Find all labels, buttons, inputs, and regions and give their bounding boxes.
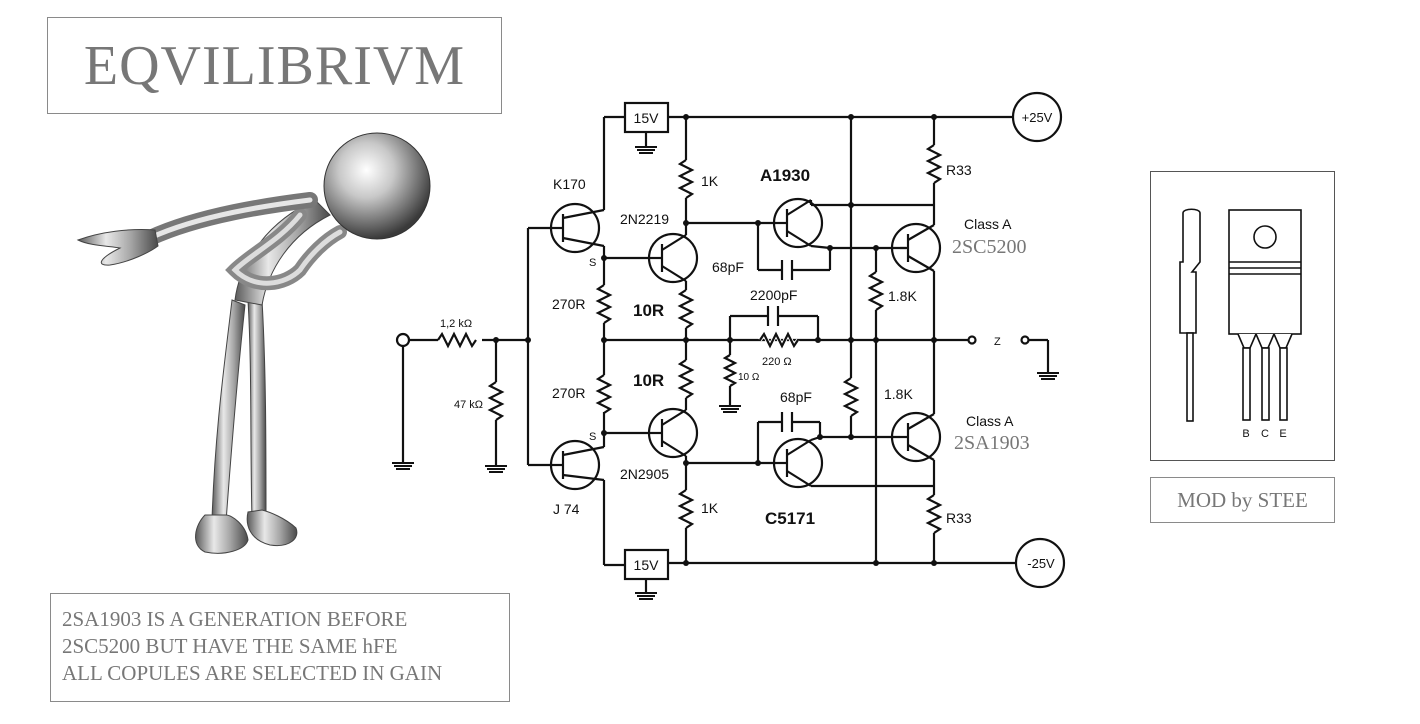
q-top-vas-label: A1930 (760, 166, 810, 185)
mod-label: MOD by STEE (1177, 487, 1308, 512)
q-bottom-out-label: 2SA1903 (954, 432, 1030, 454)
output-z-label: Z (994, 336, 1001, 348)
q-top-out-class-label: Class A (964, 216, 1012, 232)
notes-box: 2SA1903 IS A GENERATION BEFORE 2SC5200 B… (50, 593, 510, 702)
r220-label: 220 Ω (762, 356, 792, 368)
q-bottom-vas-label: C5171 (765, 509, 815, 528)
reg-bottom-label: 15V (634, 557, 660, 573)
c2200-label: 2200pF (750, 287, 797, 303)
package-drawing (1179, 208, 1302, 422)
c68-bottom-label: 68pF (780, 389, 812, 405)
q-top-driver-label: 2N2219 (620, 211, 669, 227)
junction-dots (493, 114, 937, 566)
supply-neg-label: -25V (1027, 556, 1055, 571)
pin-b-label: B (1242, 428, 1249, 440)
jfet-top-label: K170 (553, 176, 586, 192)
c68-top-label: 68pF (712, 259, 744, 275)
title-box: EQVILIBRIVM (47, 17, 502, 114)
jfet-bottom-label: J 74 (553, 501, 580, 517)
reg-top-label: 15V (634, 110, 660, 126)
q-bottom-out-class-label: Class A (966, 413, 1014, 429)
r1-8k-top-label: 1.8K (888, 288, 917, 304)
pin-c-label: C (1261, 428, 1269, 440)
r1k-bottom-label: 1K (701, 500, 719, 516)
source-top-label: S (589, 257, 596, 269)
note-line: 2SC5200 BUT HAVE THE SAME hFE (62, 634, 398, 658)
note-line: 2SA1903 IS A GENERATION BEFORE (62, 607, 408, 631)
r10-bottom-label: 10R (633, 371, 664, 390)
r270-top-label: 270R (552, 296, 585, 312)
pin-e-label: E (1279, 428, 1286, 440)
r1-8k-bottom-label: 1.8K (884, 386, 913, 402)
supply-pos-label: +25V (1022, 110, 1053, 125)
r10ohm-label: 10 Ω (738, 372, 760, 383)
mod-label-box: MOD by STEE (1150, 477, 1335, 523)
r33-bottom-label: R33 (946, 510, 972, 526)
r33-top-label: R33 (946, 162, 972, 178)
page-title: EQVILIBRIVM (83, 34, 466, 97)
note-line: ALL COPULES ARE SELECTED IN GAIN (62, 661, 443, 685)
regulator-top (623, 101, 670, 134)
chrome-figure-illustration (76, 132, 431, 554)
r-shunt-label: 47 kΩ (454, 399, 483, 411)
ground-symbols (392, 146, 1059, 600)
regulator-bottom (623, 548, 670, 581)
r270-bottom-label: 270R (552, 385, 585, 401)
q-top-out-label: 2SC5200 (952, 236, 1026, 258)
r-series-label: 1,2 kΩ (440, 318, 472, 330)
r1k-top-label: 1K (701, 173, 719, 189)
source-bottom-label: S (589, 431, 596, 443)
q-bottom-driver-label: 2N2905 (620, 466, 669, 482)
r10-top-label: 10R (633, 301, 664, 320)
circuit-wires (395, 91, 1066, 592)
